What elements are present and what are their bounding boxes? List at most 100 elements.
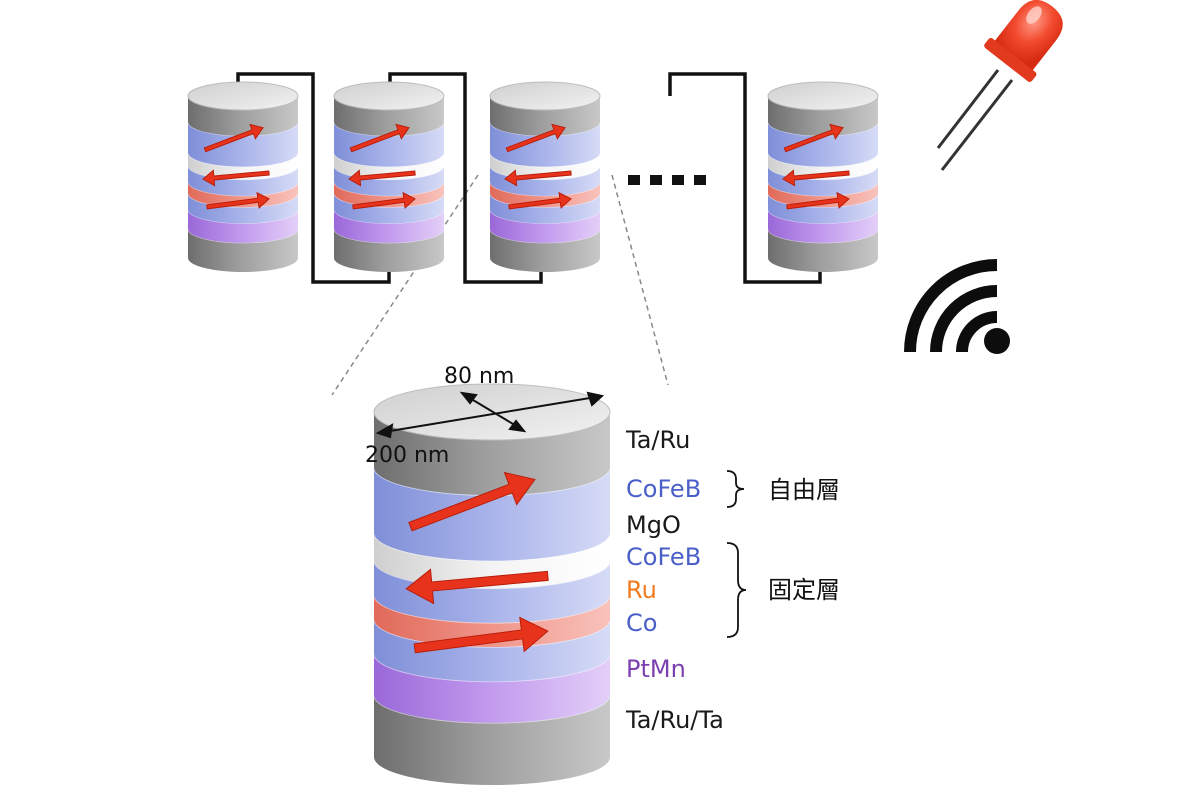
band-cofeb-free	[374, 467, 610, 561]
magnetization-arrow	[348, 169, 416, 187]
band-mgo	[334, 152, 444, 180]
layer-label-cofeb-pinned: CoFeB	[626, 543, 701, 571]
brace-free-layer	[726, 470, 745, 508]
band-mgo	[490, 152, 600, 180]
pillar-top-cap	[333, 81, 445, 111]
band-ta-ru	[188, 96, 298, 136]
pillar-top-cap	[489, 81, 601, 111]
magnetization-arrow	[504, 169, 572, 187]
continuation-dots	[628, 175, 706, 185]
band-ptmn	[768, 209, 878, 243]
band-ptmn	[374, 653, 610, 723]
layer-edge	[187, 228, 299, 244]
band-ta-ru-ta	[334, 228, 444, 272]
pillar-top-cap	[767, 81, 879, 111]
band-co	[334, 193, 444, 224]
band-co	[768, 193, 878, 224]
depth-dimension-label: 80 nm	[444, 364, 514, 389]
magnetization-arrow	[203, 123, 264, 153]
magnetization-arrow	[782, 169, 850, 187]
zoom-guide-lines	[331, 174, 669, 396]
band-cofeb-free	[768, 121, 878, 167]
layer-label-ru: Ru	[626, 576, 657, 604]
band-ta-ru-ta	[490, 228, 600, 272]
band-ru	[768, 181, 878, 208]
magnetization-arrow	[352, 191, 416, 210]
layer-edge	[767, 181, 879, 197]
layer-label-ta-ru-ta: Ta/Ru/Ta	[625, 706, 724, 734]
width-dimension-label: 200 nm	[365, 443, 449, 468]
band-ru	[374, 594, 610, 647]
magnetization-arrow	[349, 123, 410, 153]
layer-label-ptmn: PtMn	[626, 655, 686, 683]
layer-edge	[187, 181, 299, 197]
band-mgo	[768, 152, 878, 180]
layer-labels: Ta/Ru CoFeB MgO CoFeB Ru Co PtMn Ta/Ru/T…	[625, 426, 724, 734]
band-cofeb-pinned	[334, 165, 444, 196]
magnetization-arrow	[786, 191, 850, 210]
magnetization-arrow	[202, 169, 270, 187]
magnetization-arrow	[206, 191, 270, 210]
band-ptmn	[188, 209, 298, 243]
layer-edge	[187, 165, 299, 181]
band-cofeb-pinned	[188, 165, 298, 196]
magnetization-arrow	[508, 191, 572, 210]
band-co	[188, 193, 298, 224]
band-ru	[188, 181, 298, 208]
led-icon	[936, 0, 1063, 171]
magnetization-arrow	[408, 471, 536, 532]
band-co	[490, 193, 600, 224]
wire-segment	[668, 72, 822, 284]
pillar-top-cap	[187, 81, 299, 111]
band-cofeb-free	[490, 121, 600, 167]
magnetization-arrow	[783, 123, 844, 153]
pinned-layer-label: 固定層	[768, 576, 840, 604]
layer-edge	[767, 152, 879, 168]
wire-segment	[236, 72, 391, 284]
magnetization-arrow	[505, 123, 566, 153]
mtj-pillar	[187, 81, 299, 272]
layer-edge	[767, 209, 879, 224]
band-ptmn	[490, 209, 600, 243]
free-layer-label: 自由層	[768, 476, 840, 504]
dimension-arrows	[375, 391, 605, 439]
series-wiring	[236, 72, 822, 284]
band-cofeb-free	[188, 121, 298, 167]
band-mgo	[374, 532, 610, 589]
band-ru	[334, 181, 444, 208]
wire-segment	[388, 72, 543, 284]
mtj-pillar	[333, 81, 445, 272]
layer-edge	[187, 209, 299, 224]
layer-label-co: Co	[626, 609, 657, 637]
small-pillars	[187, 81, 879, 272]
layer-label-mgo: MgO	[626, 511, 681, 539]
band-co	[374, 619, 610, 682]
band-cofeb-pinned	[374, 560, 610, 623]
band-ta-ru	[374, 412, 610, 496]
brace-pinned-layer	[726, 542, 747, 638]
band-cofeb-free	[334, 121, 444, 167]
mtj-pillar	[489, 81, 601, 272]
mtj-pillar	[767, 81, 879, 272]
layer-edge	[187, 152, 299, 168]
band-ta-ru-ta	[374, 694, 610, 785]
magnetization-arrow	[405, 568, 549, 605]
band-cofeb-pinned	[768, 165, 878, 196]
layer-edge	[767, 193, 879, 208]
layer-edge	[187, 193, 299, 208]
band-ru	[490, 181, 600, 208]
band-ptmn	[334, 209, 444, 243]
band-ta-ru	[490, 96, 600, 136]
band-mgo	[188, 152, 298, 180]
magnetization-arrow	[413, 616, 549, 654]
band-cofeb-pinned	[490, 165, 600, 196]
layer-edge	[767, 228, 879, 244]
band-ta-ru-ta	[188, 228, 298, 272]
band-ta-ru	[334, 96, 444, 136]
layer-edge	[767, 165, 879, 181]
wireless-signal-icon	[904, 259, 1010, 354]
layer-label-cofeb-free: CoFeB	[626, 475, 701, 503]
layer-label-ta-ru: Ta/Ru	[625, 426, 690, 454]
